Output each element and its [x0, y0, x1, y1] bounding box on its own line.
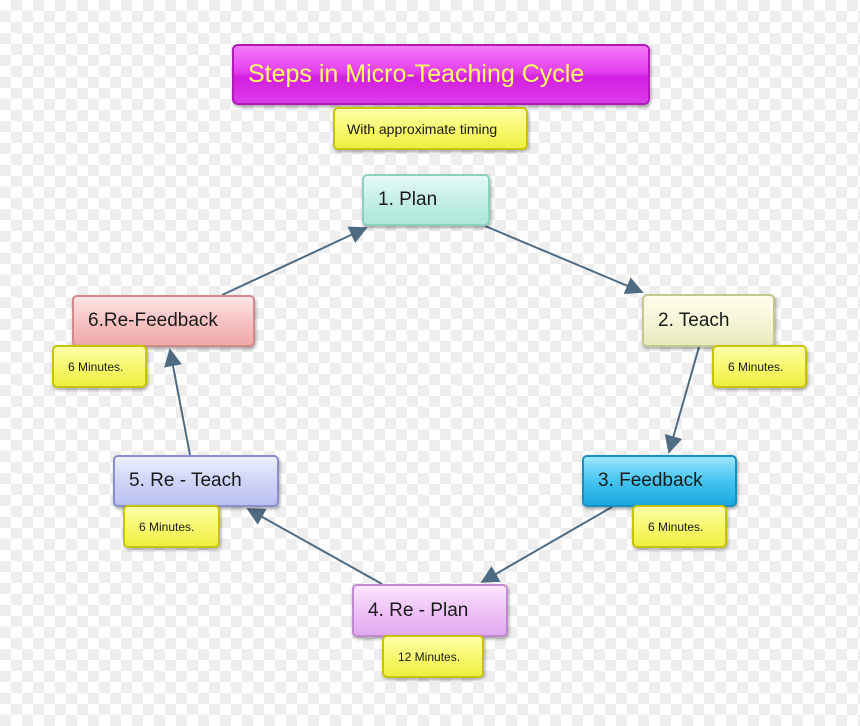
timing-re-teach: 6 Minutes. [123, 505, 220, 548]
timing-teach: 6 Minutes. [712, 345, 807, 388]
arrow-plan-to-teach [484, 225, 644, 295]
step-re-plan: 4. Re - Plan [352, 584, 508, 637]
timing-re-plan: 12 Minutes. [382, 635, 484, 678]
step-re-teach: 5. Re - Teach [113, 455, 279, 507]
arrow-refeedback-to-plan [221, 226, 368, 296]
step-re-feedback: 6.Re-Feedback [72, 295, 255, 347]
timing-re-feedback: 6 Minutes. [52, 345, 147, 388]
step-teach: 2. Teach [642, 294, 775, 347]
timing-feedback: 6 Minutes. [632, 505, 727, 548]
arrow-replan-to-reteach [246, 508, 383, 585]
arrow-teach-to-feedback [664, 346, 700, 454]
arrow-reteach-to-refeedback [164, 348, 191, 456]
diagram-title: Steps in Micro-Teaching Cycle [232, 44, 650, 105]
step-plan: 1. Plan [362, 174, 490, 226]
step-feedback: 3. Feedback [582, 455, 737, 507]
diagram-subtitle: With approximate timing [333, 107, 528, 150]
arrow-feedback-to-replan [480, 506, 613, 583]
